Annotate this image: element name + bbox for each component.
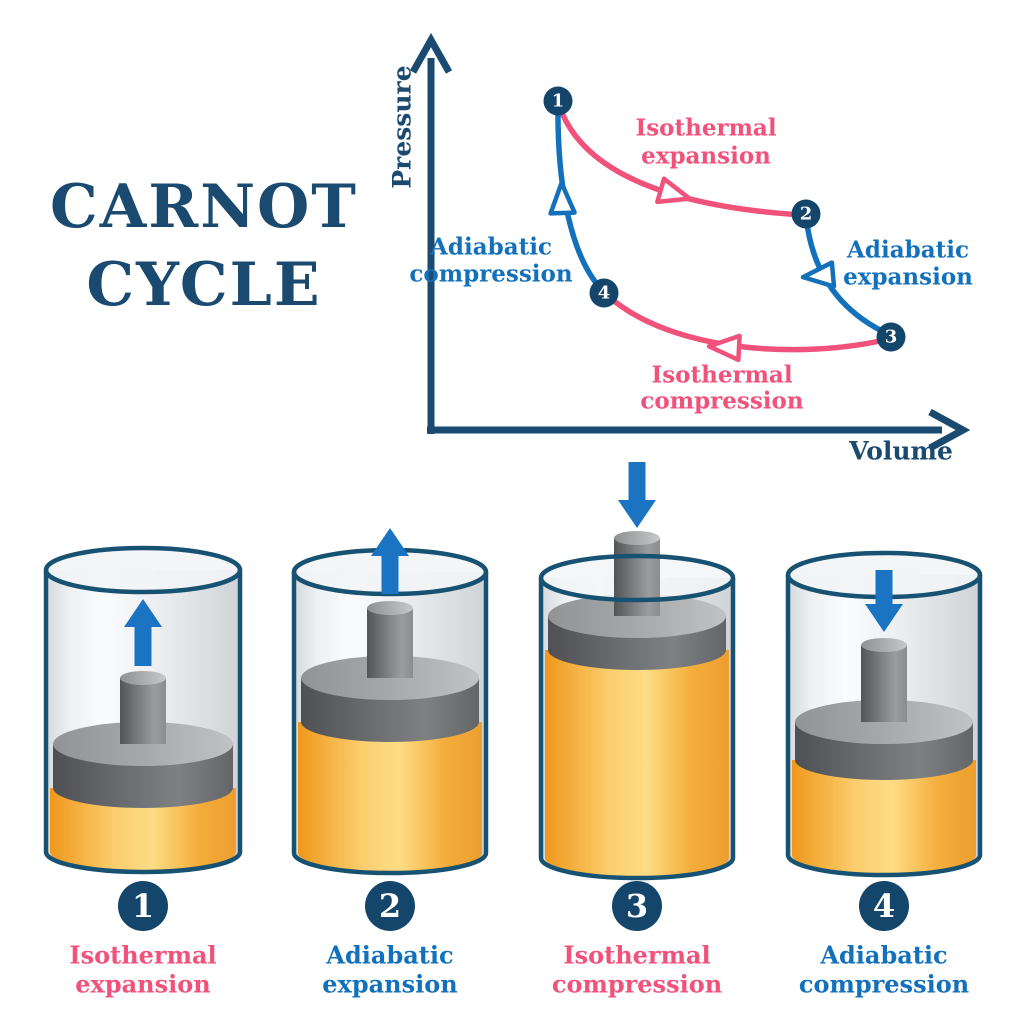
piston-rod [614,531,660,616]
page-title-line1: CARNOT [50,172,358,242]
label-adiabatic-expansion-line2: expansion [843,263,973,291]
gas [545,650,729,877]
stage-4-label-line1: Adiabatic [820,940,948,970]
glass-rim-outline [43,545,243,595]
direction-arrow-icon [655,176,692,205]
gas [50,788,236,871]
piston [548,594,726,670]
stage-2-badge: 2 [365,881,415,931]
stage-4-badge: 4 [859,881,909,931]
label-adiabatic-compression-line2: compression [409,260,573,288]
stage-1-label-line1: Isothermal [69,940,217,970]
glass-rim-outline [538,553,736,603]
cylinder-4 [785,550,983,878]
cylinder-1 [43,545,243,875]
label-isothermal-compression-line2: compression [640,387,804,415]
glass-outline [538,578,736,881]
gas [298,722,482,872]
glass-outline [43,570,243,875]
glass-outline [291,572,489,876]
pv-point-1: 1 [543,86,573,116]
label-adiabatic-expansion-line1: Adiabatic [847,236,969,264]
stage-2-label-line2: expansion [322,969,458,999]
label-isothermal-expansion-line1: Isothermal [635,114,777,142]
glass-rim [46,548,240,592]
piston-rod [367,601,413,678]
direction-arrow-icon [548,180,577,216]
label-adiabatic-compression-line1: Adiabatic [430,233,552,261]
pv-point-3: 3 [876,322,906,352]
down-arrow-icon [618,462,656,528]
up-arrow-icon [124,599,162,666]
y-axis-arrow-icon [409,32,453,74]
piston [795,700,973,780]
glass-outline [785,575,983,878]
y-axis-label: Pressure [387,65,417,189]
pv-point-2: 2 [791,199,821,229]
pv-axes [409,32,971,452]
stage-3-badge: 3 [612,881,662,931]
direction-arrow-icon [706,333,742,363]
curve-isothermal-expansion [555,99,805,218]
up-arrow-icon [371,528,409,594]
curve-adiabatic-compression [555,101,605,293]
pv-point-4: 4 [589,278,619,308]
x-axis-arrow-icon [928,408,971,452]
stage-1-badge: 1 [118,881,168,931]
stage-1-label-line2: expansion [75,969,211,999]
stage-4-label-line2: compression [798,969,970,999]
x-axis-label: Volume [849,436,953,466]
piston-rod [861,638,907,722]
stage-3-label-line1: Isothermal [563,940,711,970]
direction-arrow-icon [800,260,837,289]
gas [792,760,976,874]
page-title-line2: CYCLE [86,250,322,320]
piston-rod [120,671,166,744]
down-arrow-icon [865,570,903,632]
stage-2-label-line1: Adiabatic [326,940,454,970]
stage-3-label-line2: compression [551,969,723,999]
label-isothermal-expansion-line2: expansion [641,142,771,170]
cylinder-3 [538,462,736,881]
cylinder-2 [291,528,489,876]
label-isothermal-compression-line1: Isothermal [651,361,793,389]
pv-curve-arrowheads [548,176,837,363]
